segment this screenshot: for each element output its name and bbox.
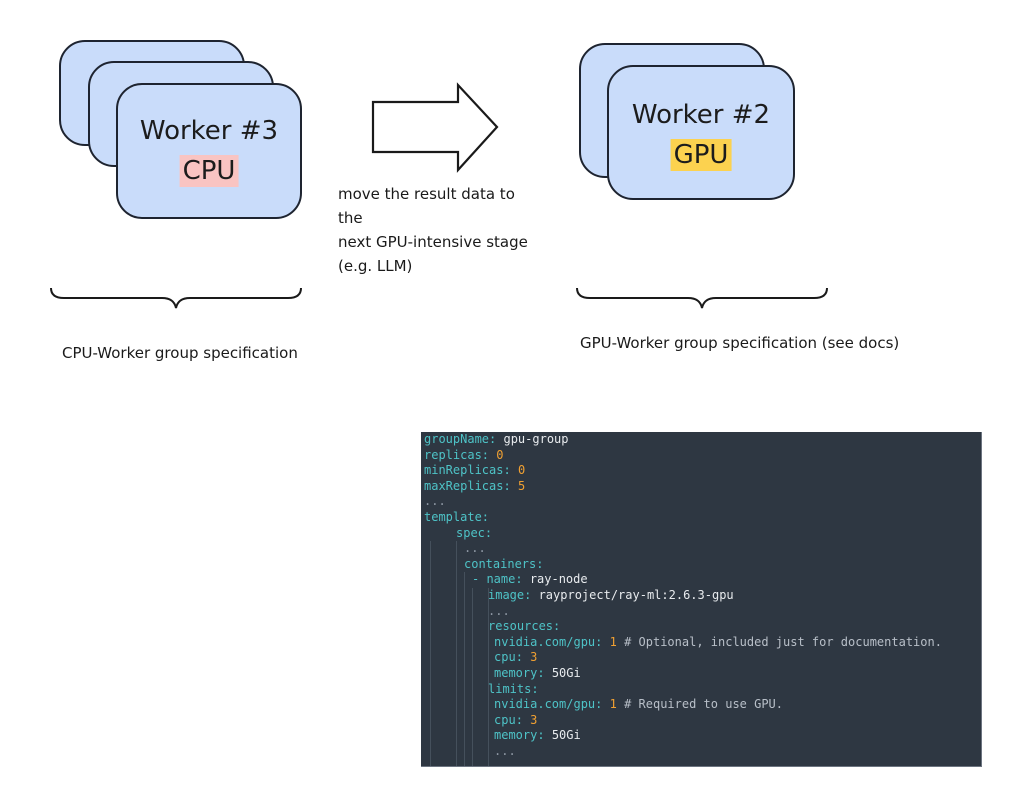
yaml-punct: : (515, 650, 531, 665)
yaml-value: 50Gi (551, 665, 581, 680)
yaml-comment: # Required to use GPU. (616, 697, 784, 712)
yaml-key: memory (494, 728, 538, 743)
arrow-caption-line: the (338, 209, 363, 227)
yaml-number: 0 (517, 463, 526, 478)
gpu-group-caption: GPU-Worker group specification (see docs… (580, 334, 900, 352)
code-line: memory: 50Gi (421, 728, 981, 744)
code-line: ... (421, 744, 981, 760)
cpu-hardware-tag: CPU (179, 155, 239, 187)
yaml-number: 0 (496, 447, 504, 462)
indent-guide (430, 541, 431, 766)
code-line: ... (421, 541, 981, 557)
yaml-punct: - (472, 572, 487, 587)
code-line: containers: (421, 557, 981, 573)
indent-guide (464, 572, 465, 766)
yaml-punct: : (489, 432, 504, 446)
code-line: nvidia.com/gpu: 1 # Required to use GPU. (421, 697, 981, 713)
yaml-number: 1 (609, 697, 617, 712)
yaml-key: nvidia.com/gpu (494, 634, 596, 649)
yaml-key: groupName (424, 432, 490, 446)
yaml-punct: : (515, 712, 531, 727)
code-line: cpu: 3 (421, 713, 981, 729)
yaml-key: replicas (424, 447, 482, 462)
code-line: image: rayproject/ray-ml:2.6.3-gpu (421, 588, 981, 604)
yaml-punct: : (503, 463, 518, 478)
yaml-punct: : (481, 447, 497, 462)
cpu-group-caption: CPU-Worker group specification (62, 344, 298, 362)
yaml-punct: : (481, 509, 490, 524)
code-line: replicas: 0 (421, 448, 981, 464)
arrow-caption-line: (e.g. LLM) (338, 257, 413, 275)
cpu-group-brace-icon (50, 287, 302, 309)
right-arrow-icon (371, 82, 499, 173)
yaml-key: limits (488, 681, 532, 696)
code-line: resources: (421, 619, 981, 635)
yaml-comment: # Optional, included just for documentat… (616, 634, 942, 649)
gpu-worker-title: Worker #2 (631, 100, 771, 130)
yaml-punct: : (595, 697, 610, 712)
yaml-key: cpu (494, 712, 516, 727)
code-line: nvidia.com/gpu: 1 # Optional, included j… (421, 635, 981, 651)
yaml-key: containers (464, 556, 537, 571)
code-line: template: (421, 510, 981, 526)
arrow-caption-line: move the result data to (338, 185, 515, 203)
yaml-punct: : (553, 619, 561, 634)
code-line: ... (421, 494, 981, 510)
code-line: spec: (421, 526, 981, 542)
yaml-number: 3 (530, 712, 538, 727)
yaml-value: rayproject/ray-ml:2.6.3-gpu (538, 587, 734, 602)
yaml-key: resources (488, 619, 554, 634)
gpu-group-brace-icon (576, 287, 828, 309)
code-line: limits: (421, 682, 981, 698)
yaml-punct: : (537, 665, 552, 680)
yaml-key: memory (494, 665, 538, 680)
code-line: minReplicas: 0 (421, 463, 981, 479)
yaml-key: spec (456, 525, 485, 540)
gpu-worker-card-front: Worker #2 GPU (607, 65, 795, 200)
code-line: ... (421, 604, 981, 620)
yaml-punct: : (524, 587, 539, 602)
yaml-key: nvidia.com/gpu (494, 697, 596, 712)
code-line: groupName: gpu-group (421, 432, 981, 448)
yaml-key: maxReplicas (424, 478, 504, 493)
yaml-key: template (424, 509, 482, 524)
yaml-punct: : (531, 681, 539, 696)
yaml-key: image (488, 587, 525, 602)
yaml-ellipsis: ... (464, 541, 486, 556)
arrow-caption: move the result data to the next GPU-int… (338, 182, 538, 278)
indent-guide (488, 588, 489, 766)
code-line: cpu: 3 (421, 650, 981, 666)
arrow-caption-line: next GPU-intensive stage (338, 233, 528, 251)
yaml-ellipsis: ... (494, 743, 516, 758)
yaml-punct: : (515, 572, 530, 587)
cpu-worker-title: Worker #3 (139, 116, 279, 146)
indent-guide (472, 588, 473, 766)
code-line: - name: ray-node (421, 572, 981, 588)
yaml-value: 50Gi (551, 728, 581, 743)
yaml-punct: : (595, 634, 610, 649)
yaml-value: ray-node (529, 572, 588, 587)
yaml-number: 1 (609, 634, 617, 649)
indent-guide (456, 541, 457, 766)
yaml-number: 5 (517, 478, 526, 493)
yaml-key: cpu (494, 650, 516, 665)
yaml-key: minReplicas (424, 463, 504, 478)
cpu-worker-card-front: Worker #3 CPU (116, 83, 302, 219)
yaml-punct: : (536, 556, 544, 571)
yaml-punct: : (537, 728, 552, 743)
code-line: maxReplicas: 5 (421, 479, 981, 495)
yaml-value: gpu-group (503, 432, 569, 446)
yaml-number: 3 (530, 650, 538, 665)
yaml-punct: : (484, 525, 493, 540)
yaml-punct: : (503, 478, 518, 493)
code-line: memory: 50Gi (421, 666, 981, 682)
gpu-hardware-tag: GPU (670, 139, 732, 171)
yaml-ellipsis: ... (488, 603, 510, 618)
yaml-key: name (486, 572, 516, 587)
yaml-ellipsis: ... (424, 494, 446, 509)
